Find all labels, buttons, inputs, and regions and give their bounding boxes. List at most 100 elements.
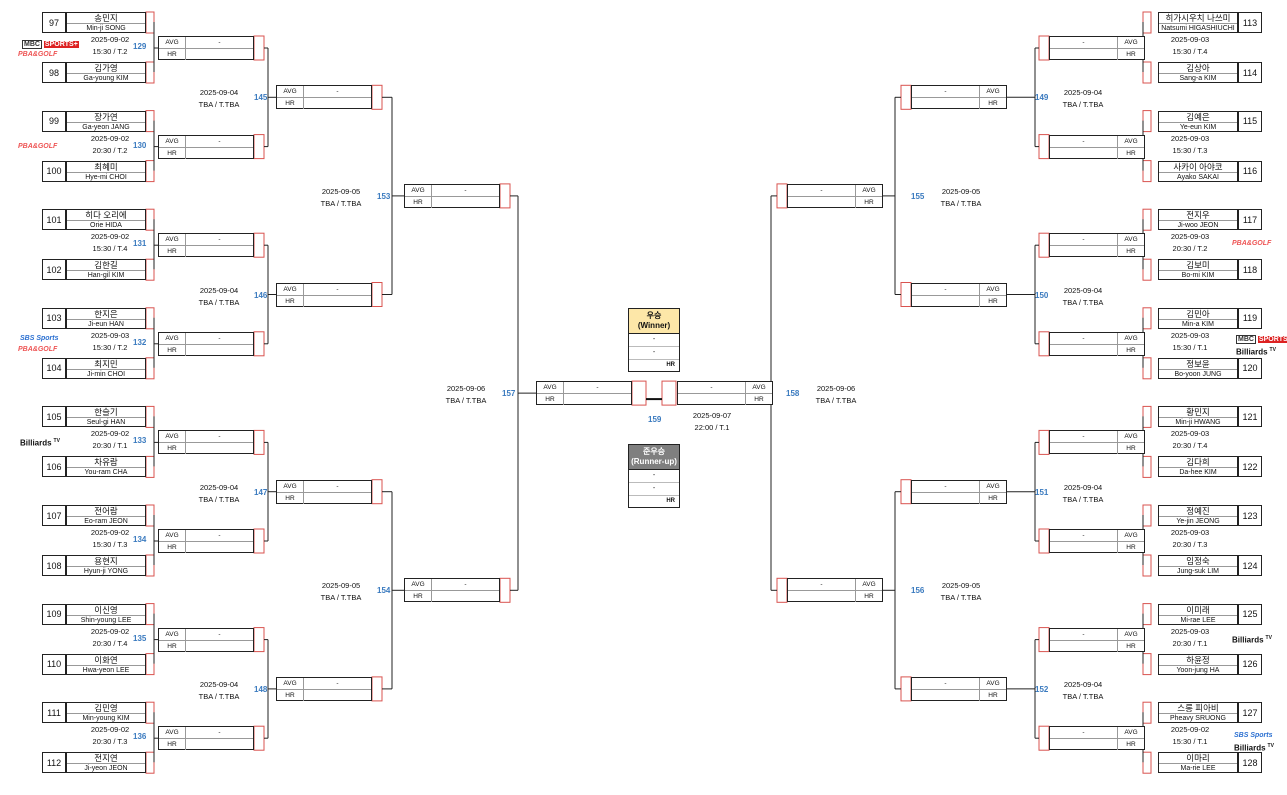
match-date: 2025-09-04 xyxy=(199,679,239,689)
score-box[interactable]: AVG-HR xyxy=(1049,627,1145,652)
score-box[interactable]: AVG-HR xyxy=(911,85,1007,110)
player-name-korean: 히가시우치 나쓰미 xyxy=(1159,13,1237,24)
runner-up-box-value: - xyxy=(629,470,679,483)
score-row-hr: HR xyxy=(537,394,631,406)
score-box[interactable]: AVG-HR xyxy=(1049,430,1145,455)
score-box[interactable]: AVG-HR xyxy=(158,627,254,652)
match-time: TBA / T.TBA xyxy=(198,494,240,504)
match-number: 145 xyxy=(254,93,268,103)
player-name-english: Min-young KIM xyxy=(82,715,130,723)
score-box[interactable]: AVG-HR xyxy=(911,282,1007,307)
score-box[interactable]: AVG-HR xyxy=(1049,134,1145,159)
score-box[interactable]: AVG-HR xyxy=(1049,36,1145,60)
winner-box-hr: HR xyxy=(666,362,675,368)
broadcaster-logo: Billiards TV xyxy=(1232,635,1272,644)
score-row-hr: HR xyxy=(159,49,253,60)
player-name-english: Bo-mi KIM xyxy=(1181,272,1215,280)
score-row-hr: HR xyxy=(159,246,253,258)
match-time: 20:30 / T.4 xyxy=(1172,441,1208,451)
score-box[interactable]: AVG-HR xyxy=(787,578,883,603)
score-box[interactable]: AVG-HR xyxy=(1049,529,1145,553)
score-box[interactable]: AVG-HR xyxy=(158,36,254,60)
score-box[interactable]: AVG-HR xyxy=(276,282,372,307)
match-time: 20:30 / T.3 xyxy=(92,737,128,747)
score-box[interactable]: AVG-HR xyxy=(158,134,254,159)
score-box[interactable]: AVG-HR xyxy=(787,183,883,208)
match-date: 2025-09-02 xyxy=(90,232,130,242)
score-box[interactable]: AVG-HR xyxy=(1049,233,1145,258)
score-box[interactable]: AVG-HR xyxy=(911,676,1007,701)
score-label-avg: AVG xyxy=(979,480,1006,492)
score-box[interactable]: AVG-HR xyxy=(1049,726,1145,751)
score-box[interactable]: AVG-HR xyxy=(536,381,632,406)
player-name-english: Shin-young LEE xyxy=(80,616,132,624)
score-box[interactable]: AVG-HR xyxy=(158,430,254,455)
score-box[interactable]: AVG-HR xyxy=(276,676,372,701)
score-box[interactable]: AVG-HR xyxy=(911,479,1007,504)
score-box[interactable]: AVG-HR xyxy=(1049,331,1145,356)
score-box[interactable]: AVG-HR xyxy=(404,183,500,208)
match-date: 2025-09-04 xyxy=(1063,88,1103,98)
score-row-hr: HR xyxy=(1050,344,1144,356)
score-box[interactable]: AVG-HR xyxy=(677,381,773,406)
score-box[interactable]: AVG-HR xyxy=(158,233,254,258)
match-date: 2025-09-02 xyxy=(90,429,130,439)
broadcaster-logo: SBS Sports xyxy=(1234,732,1273,739)
player-name-korean: 김한길 xyxy=(67,260,145,272)
score-box[interactable]: AVG-HR xyxy=(158,529,254,553)
score-value xyxy=(304,296,371,307)
score-value: - xyxy=(1082,236,1085,244)
winner-box-value: - xyxy=(629,347,679,360)
score-box[interactable]: AVG-HR xyxy=(158,726,254,751)
player-name-korean: 정예진 xyxy=(1159,506,1237,517)
score-row-avg: AVG- xyxy=(912,86,1006,99)
score-value xyxy=(1050,345,1117,356)
score-box[interactable]: AVG-HR xyxy=(276,479,372,504)
match-time: 15:30 / T.3 xyxy=(92,540,128,549)
score-box[interactable]: AVG-HR xyxy=(276,85,372,110)
match-date: 2025-09-03 xyxy=(1170,528,1210,537)
score-label-avg: AVG xyxy=(979,677,1006,689)
score-box[interactable]: AVG-HR xyxy=(158,331,254,356)
score-box[interactable]: AVG-HR xyxy=(404,578,500,603)
score-value xyxy=(432,197,499,208)
score-label-avg: AVG xyxy=(405,579,432,591)
score-row-avg: AVG- xyxy=(277,677,371,690)
score-label-avg: AVG xyxy=(1117,135,1144,147)
score-label-avg: AVG xyxy=(1117,727,1144,739)
